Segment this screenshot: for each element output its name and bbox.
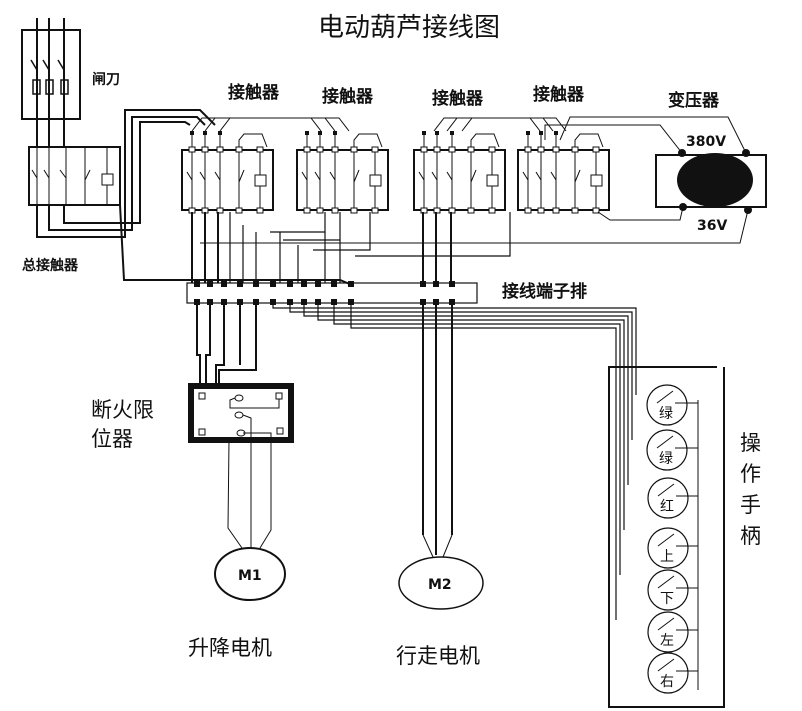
pendant-button-1[interactable]: 绿 bbox=[646, 384, 698, 426]
motor-m2 bbox=[398, 556, 484, 610]
pendant-button-7[interactable]: 右 bbox=[647, 652, 698, 694]
motor-m2-label: 行走电机 bbox=[396, 644, 480, 668]
terminal-block bbox=[186, 281, 478, 305]
terminal bbox=[348, 299, 354, 305]
pendant-button-2[interactable]: 绿 bbox=[646, 429, 698, 471]
terminal bbox=[237, 299, 243, 305]
transformer bbox=[200, 116, 767, 244]
transformer-primary-voltage: 380V bbox=[686, 134, 726, 150]
terminal bbox=[420, 299, 426, 305]
terminal bbox=[348, 281, 354, 287]
motor-m1-id: M1 bbox=[238, 568, 262, 584]
knife-switch bbox=[21, 18, 81, 148]
terminal bbox=[207, 281, 213, 287]
limit-switch-label-line1: 断火限 bbox=[91, 398, 154, 422]
terminal bbox=[331, 299, 337, 305]
terminal bbox=[221, 299, 227, 305]
main-contactor-label: 总接触器 bbox=[22, 257, 79, 274]
terminal bbox=[207, 299, 213, 305]
terminal bbox=[270, 281, 276, 287]
terminal bbox=[433, 299, 439, 305]
terminal-block-label: 接线端子排 bbox=[502, 281, 587, 302]
contactor-1-label: 接触器 bbox=[228, 82, 280, 103]
terminal bbox=[253, 299, 259, 305]
contactor-2-label: 接触器 bbox=[322, 86, 374, 107]
pendant-button-3[interactable]: 红 bbox=[647, 477, 698, 519]
contactor-3-label: 接触器 bbox=[432, 88, 484, 109]
motor-m2-id: M2 bbox=[428, 577, 452, 593]
terminal bbox=[253, 281, 259, 287]
contactor-1 bbox=[181, 131, 274, 214]
terminal bbox=[237, 281, 243, 287]
limit-switch bbox=[188, 383, 294, 443]
pendant-label-char: 操 bbox=[740, 431, 761, 455]
pendant-button-label: 上 bbox=[660, 549, 674, 565]
pendant-label-char: 作 bbox=[740, 462, 761, 486]
terminal bbox=[433, 281, 439, 287]
terminal bbox=[449, 299, 455, 305]
terminal bbox=[270, 299, 276, 305]
pendant-button-5[interactable]: 下 bbox=[647, 569, 698, 611]
limit-switch-label-line2: 位器 bbox=[91, 427, 133, 451]
pendant-button-label: 绿 bbox=[659, 406, 673, 422]
pendant-button-label: 右 bbox=[660, 674, 674, 690]
contactor-4-label: 接触器 bbox=[533, 84, 585, 105]
terminal bbox=[287, 299, 293, 305]
pendant-button-4[interactable]: 上 bbox=[647, 527, 698, 569]
terminal bbox=[301, 299, 307, 305]
main-contactor bbox=[28, 146, 121, 206]
transformer-secondary-voltage: 36V bbox=[697, 218, 727, 234]
terminal bbox=[449, 281, 455, 287]
terminal bbox=[287, 281, 293, 287]
motor-m1 bbox=[214, 547, 286, 601]
contactor-4 bbox=[517, 131, 610, 214]
contactor-2 bbox=[296, 131, 389, 214]
knife-switch-label: 闸刀 bbox=[92, 71, 120, 88]
motor-m1-label: 升降电机 bbox=[188, 636, 272, 660]
pendant-label-char: 手 bbox=[740, 493, 761, 517]
diagram-title: 电动葫芦接线图 bbox=[318, 13, 500, 43]
pendant-button-6[interactable]: 左 bbox=[647, 611, 698, 653]
terminal bbox=[420, 281, 426, 287]
transformer-label: 变压器 bbox=[668, 90, 720, 111]
terminal bbox=[194, 281, 200, 287]
pendant-label-char: 柄 bbox=[740, 524, 761, 548]
pendant-button-label: 绿 bbox=[659, 451, 673, 467]
terminal bbox=[194, 299, 200, 305]
terminal bbox=[331, 281, 337, 287]
pendant-button-label: 红 bbox=[660, 499, 674, 515]
terminal bbox=[315, 281, 321, 287]
terminal bbox=[315, 299, 321, 305]
terminal bbox=[221, 281, 227, 287]
contactor-3 bbox=[413, 131, 506, 214]
pendant-button-label: 下 bbox=[660, 591, 674, 607]
pendant-button-label: 左 bbox=[660, 633, 674, 649]
terminal bbox=[301, 281, 307, 287]
